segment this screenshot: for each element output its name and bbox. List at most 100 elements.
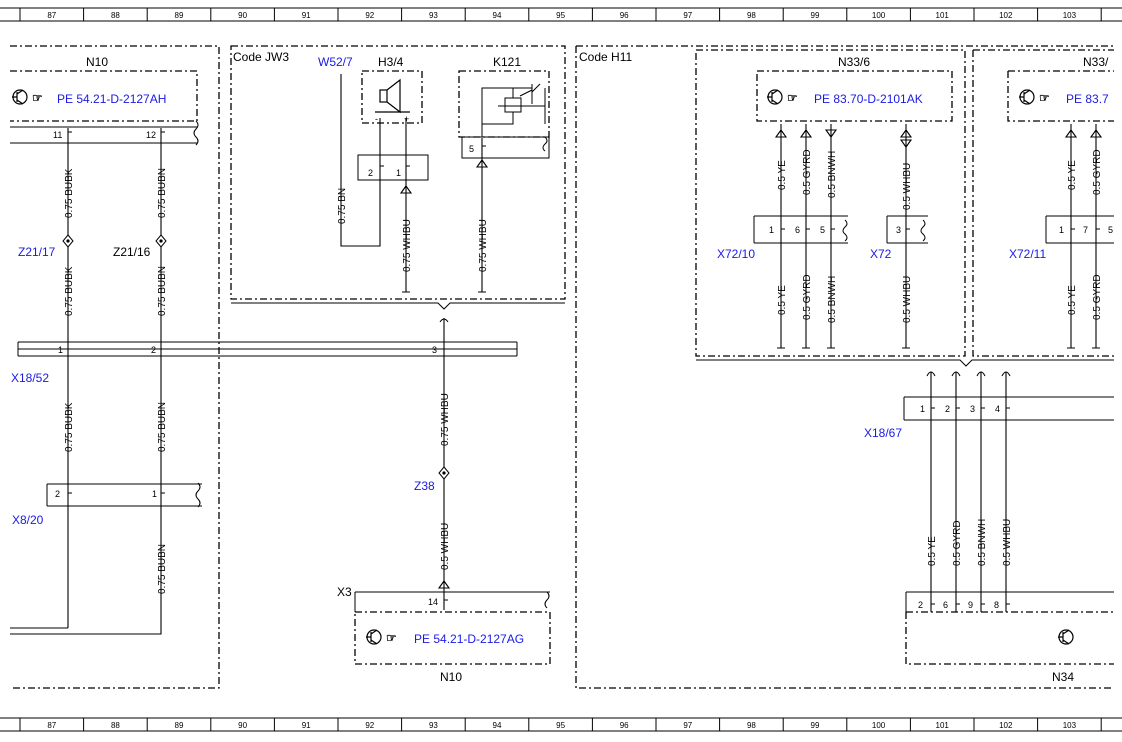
h3-pin-bar (357, 154, 429, 181)
n33-6-module-box (756, 70, 953, 122)
pin-3: 3 (432, 345, 437, 355)
pin-1: 1 (58, 345, 63, 355)
wire-label-bubn: 0.75 BUBN (157, 544, 168, 594)
n33-right-frame (972, 49, 1114, 357)
wire-label-ye: 0.5 YE (777, 285, 788, 315)
pin-6: 6 (943, 600, 948, 610)
pin-2: 2 (55, 489, 60, 499)
n10-top-label: N10 (86, 55, 108, 69)
pin-5: 5 (820, 225, 825, 235)
x18-67-ref[interactable]: X18/67 (864, 426, 902, 440)
wire-label-bubk: 0.75 BUBK (64, 266, 75, 316)
x72-11-ref[interactable]: X72/11 (1009, 247, 1046, 261)
wire-label-bubk: 0.75 BUBK (64, 168, 75, 218)
pin-8: 8 (994, 600, 999, 610)
column-number: 92 (365, 721, 374, 730)
column-number: 90 (238, 721, 247, 730)
wire-label-gyrd: 0.5 GYRD (1092, 274, 1103, 320)
pin-11: 11 (53, 130, 62, 140)
column-number: 103 (1063, 721, 1077, 730)
x18-52-ref[interactable]: X18/52 (11, 371, 49, 385)
pin-5: 5 (1108, 225, 1113, 235)
column-number: 98 (747, 11, 756, 20)
column-number: 91 (302, 11, 311, 20)
wire-label-whbu: 0.75 WHBU (402, 219, 413, 272)
n34-pin-bar (905, 591, 1114, 612)
hand-pointer-icon: ☞ (1039, 91, 1050, 105)
n33-6-transistor-icon (767, 89, 783, 105)
code-h11-label: Code H11 (579, 50, 632, 64)
polarity-plus: + (404, 114, 409, 124)
wire-bn (340, 74, 381, 247)
hand-pointer-icon: ☞ (386, 631, 397, 645)
column-number: 103 (1063, 11, 1077, 20)
column-number: 99 (811, 11, 820, 20)
pin-3: 3 (970, 404, 975, 414)
pin-1: 1 (769, 225, 774, 235)
wire-label-whbu: 0.5 WHBU (440, 523, 451, 570)
n10-bottom-module-box (354, 611, 551, 665)
x18-52-bar (17, 341, 518, 357)
x8-20-ref[interactable]: X8/20 (12, 513, 44, 527)
x72-11-bar (1045, 215, 1114, 244)
n33-6-page-ref-link[interactable]: PE 83.70-D-2101AK (814, 92, 923, 106)
relay-icon (481, 83, 546, 137)
w52-7-ref[interactable]: W52/7 (318, 55, 353, 69)
code-h11-frame (575, 45, 1114, 689)
column-number: 89 (175, 721, 184, 730)
column-number: 100 (872, 11, 886, 20)
x3-bar (354, 591, 550, 612)
x72-ref[interactable]: X72 (870, 247, 892, 261)
x3-label: X3 (337, 585, 352, 599)
x8-20-bar (46, 483, 202, 507)
wire-label-whbu: 0.5 WHBU (902, 163, 913, 210)
column-number: 95 (556, 11, 565, 20)
x72-bar (886, 215, 928, 244)
pin-4: 4 (995, 404, 1000, 414)
wire-label-gyrd: 0.5 GYRD (802, 149, 813, 195)
wire-label-bnwh: 0.5 BNWH (977, 519, 988, 566)
wire-label-gyrd: 0.5 GYRD (1092, 149, 1103, 195)
n33-right-module-box (1007, 70, 1114, 122)
speaker-icon (375, 78, 410, 114)
pin-2: 2 (918, 600, 923, 610)
n34-module-box (905, 611, 1114, 665)
column-number: 101 (936, 11, 950, 20)
x72-10-ref[interactable]: X72/10 (717, 247, 755, 261)
column-number: 87 (47, 721, 56, 730)
wire-label-bnwh: 0.5 BNWH (827, 276, 838, 323)
wire-label-whbu: 0.75 WHBU (440, 393, 451, 446)
n10-top-page-ref-link[interactable]: PE 54.21-D-2127AH (57, 92, 166, 106)
n33-right-label: N33/ (1083, 55, 1109, 69)
column-number: 101 (936, 721, 950, 730)
z38-ref[interactable]: Z38 (414, 479, 435, 493)
z21-17-ref[interactable]: Z21/17 (18, 245, 56, 259)
pin-1: 1 (396, 168, 401, 178)
wire-label-gyrd: 0.5 GYRD (952, 520, 963, 566)
h3-4-component-box (361, 70, 423, 124)
pin-2: 2 (151, 345, 156, 355)
column-number: 102 (999, 11, 1013, 20)
column-number: 91 (302, 721, 311, 730)
x18-67-bar (903, 396, 1114, 421)
n10-top-module-box (10, 70, 198, 122)
pin-3: 3 (896, 225, 901, 235)
n10-top-pin-bar (10, 126, 197, 144)
column-number: 96 (620, 721, 629, 730)
hand-pointer-icon: ☞ (32, 91, 43, 105)
n33-right-page-ref-link[interactable]: PE 83.7 (1066, 92, 1109, 106)
column-number: 96 (620, 11, 629, 20)
column-number: 94 (493, 11, 502, 20)
n33-6-frame (695, 49, 966, 357)
wire-label-bubn: 0.75 BUBN (157, 402, 168, 452)
wire-label-ye: 0.5 YE (927, 536, 938, 566)
pin-12: 12 (146, 130, 156, 140)
column-number: 100 (872, 721, 886, 730)
polarity-minus: - (375, 114, 378, 124)
wire-label-ye: 0.5 YE (777, 160, 788, 190)
code-jw3-label: Code JW3 (233, 50, 289, 64)
column-number: 87 (47, 11, 56, 20)
n10-bottom-page-ref-link[interactable]: PE 54.21-D-2127AG (414, 632, 524, 646)
